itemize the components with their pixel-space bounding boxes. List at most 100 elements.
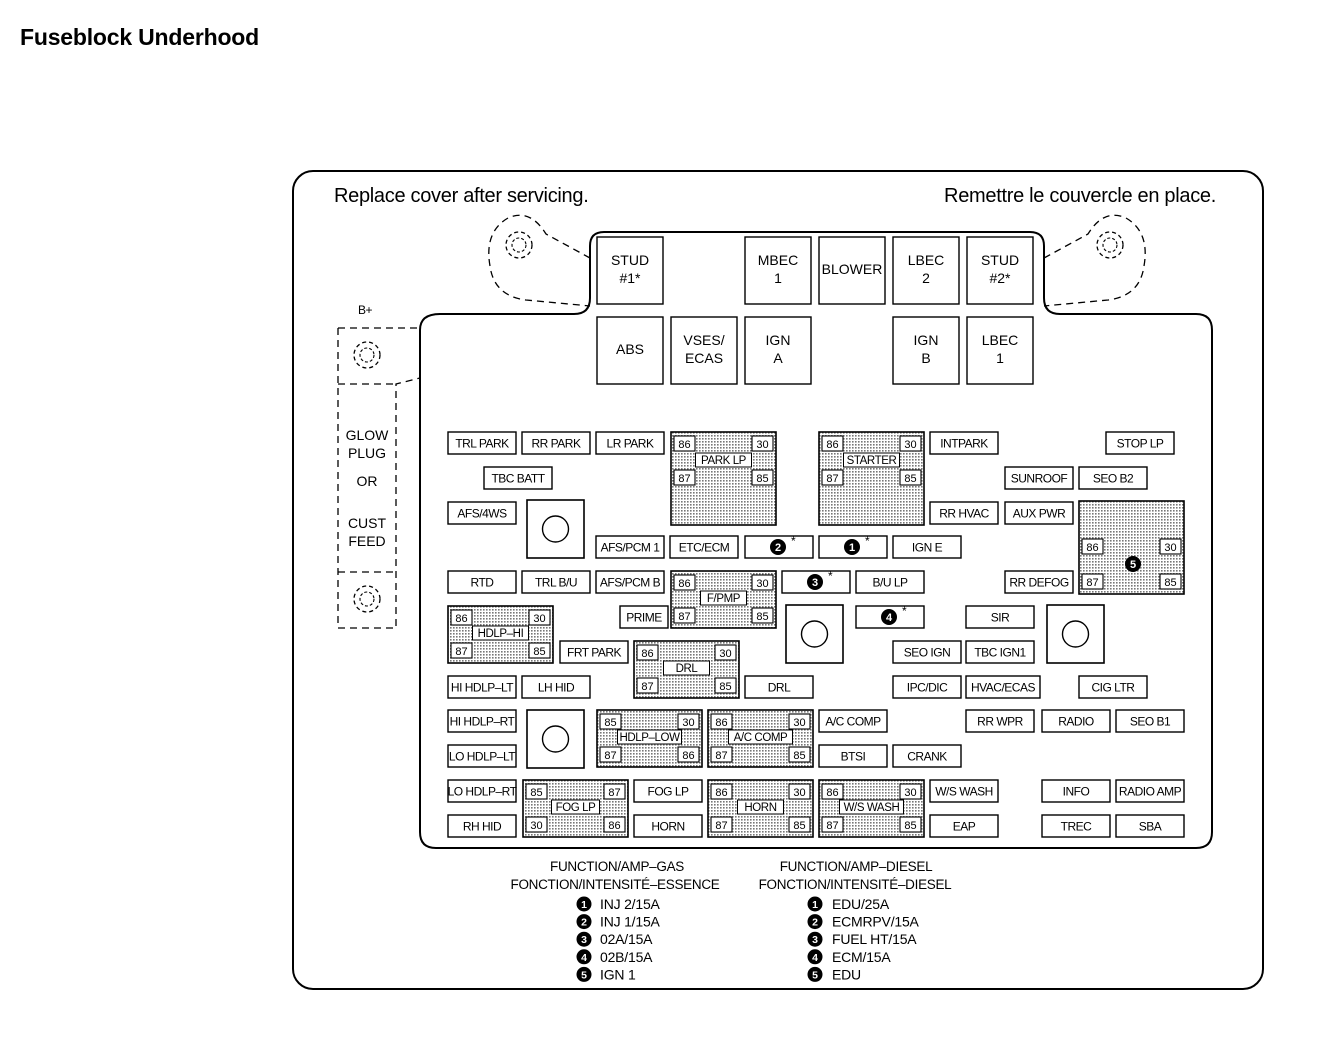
- fuse-hvac-ecas[interactable]: HVAC/ECAS: [965, 675, 1041, 699]
- relay-pin: 86: [682, 750, 694, 762]
- fuse-label: SBA: [1139, 820, 1162, 834]
- relay-pin: 30: [756, 578, 768, 590]
- fuse-lr-park[interactable]: LR PARK: [595, 431, 665, 455]
- option-number-marker: [807, 574, 823, 590]
- fuse-tbc-ign1[interactable]: TBC IGN1: [965, 640, 1035, 664]
- large-fuse-blower[interactable]: BLOWER: [818, 236, 886, 305]
- fuse-radio[interactable]: RADIO: [1041, 709, 1111, 733]
- fuseblock-outline: [419, 231, 1213, 849]
- fuse-cig-ltr[interactable]: CIG LTR: [1078, 675, 1148, 699]
- fuse-lo-hdlp-rt[interactable]: LO HDLP–RT: [447, 779, 518, 803]
- legend-text: ECM/15A: [832, 949, 891, 965]
- fuse-option-3[interactable]: 3*: [781, 569, 851, 594]
- fuse-aux-pwr[interactable]: AUX PWR: [1004, 501, 1074, 525]
- fuse-option-2[interactable]: 2*: [744, 534, 814, 559]
- fuse-rtd[interactable]: RTD: [447, 570, 517, 594]
- fuse-option-1[interactable]: 1*: [818, 534, 888, 559]
- fuse-label: IGN E: [912, 541, 943, 555]
- fuse-seo-b2[interactable]: SEO B2: [1078, 466, 1148, 490]
- fuse-label: HI HDLP–RT: [450, 715, 516, 729]
- fuse-seo-ign[interactable]: SEO IGN: [892, 640, 962, 664]
- fuse-label: RR WPR: [977, 715, 1023, 729]
- fuse-etc-ecm[interactable]: ETC/ECM: [669, 535, 739, 559]
- fuse-label: AFS/4WS: [457, 507, 507, 521]
- large-fuse-stud1[interactable]: STUD#1*: [596, 236, 664, 305]
- fuse-afs-4ws[interactable]: AFS/4WS: [447, 501, 517, 525]
- relay-label: FOG LP: [556, 802, 597, 814]
- fuse-btsi[interactable]: BTSI: [818, 744, 888, 768]
- fuse-lh-hid[interactable]: LH HID: [521, 675, 591, 699]
- fuse-frt-park[interactable]: FRT PARK: [559, 640, 629, 664]
- fuse-fog-lp[interactable]: FOG LP: [633, 779, 703, 803]
- fuse-rh-hid[interactable]: RH HID: [447, 814, 517, 838]
- fuse-a-c-comp[interactable]: A/C COMP: [818, 709, 888, 733]
- fuse-drl[interactable]: DRL: [744, 675, 814, 699]
- fuse-intpark[interactable]: INTPARK: [929, 431, 999, 455]
- fuse-rr-wpr[interactable]: RR WPR: [965, 709, 1035, 733]
- fuse-eap[interactable]: EAP: [929, 814, 999, 838]
- fuse-afs-pcm-1[interactable]: AFS/PCM 1: [595, 535, 665, 559]
- fuse-prime[interactable]: PRIME: [619, 605, 669, 629]
- option-star: *: [791, 534, 796, 548]
- fuse-lo-hdlp-lt[interactable]: LO HDLP–LT: [447, 744, 517, 768]
- fuse-label: RR DEFOG: [1009, 576, 1069, 590]
- legend-number: 1: [581, 899, 587, 911]
- legend-text: 02A/15A: [600, 931, 653, 947]
- fuse-rr-park[interactable]: RR PARK: [521, 431, 591, 455]
- fuse-rr-hvac[interactable]: RR HVAC: [929, 501, 999, 525]
- fuse-sir[interactable]: SIR: [965, 605, 1035, 629]
- fuse-stop-lp[interactable]: STOP LP: [1105, 431, 1175, 455]
- fuse-ipc-dic[interactable]: IPC/DIC: [892, 675, 962, 699]
- large-fuse-vses[interactable]: VSES/ECAS: [670, 316, 738, 385]
- fuse-hi-hdlp-rt[interactable]: HI HDLP–RT: [447, 709, 517, 733]
- large-fuse-stud2[interactable]: STUD#2*: [966, 236, 1034, 305]
- fuse-option-4[interactable]: 4*: [855, 604, 925, 629]
- fuse-rr-defog[interactable]: RR DEFOG: [1004, 570, 1074, 594]
- fuse-trl-park[interactable]: TRL PARK: [447, 431, 517, 455]
- cover-note-fr: Remettre le couvercle en place.: [944, 185, 1216, 207]
- fuse-w-s-wash[interactable]: W/S WASH: [929, 779, 999, 803]
- fuse-afs-pcm-b[interactable]: AFS/PCM B: [595, 570, 665, 594]
- fuse-trl-b-u[interactable]: TRL B/U: [521, 570, 591, 594]
- fuse-radio-amp[interactable]: RADIO AMP: [1115, 779, 1185, 803]
- relay-pin: 87: [715, 750, 727, 762]
- side-label-plug: PLUG: [348, 445, 386, 461]
- fuse-label: DRL: [768, 681, 791, 695]
- large-fuse-label: IGN: [766, 332, 791, 348]
- fuse-trec[interactable]: TREC: [1041, 814, 1111, 838]
- legend-number: 4: [812, 952, 818, 964]
- relay-pin: 87: [608, 787, 620, 799]
- relay-pin: 30: [904, 787, 916, 799]
- relay-pin: 85: [904, 473, 916, 485]
- fuse-horn[interactable]: HORN: [633, 814, 703, 838]
- fuse-ign-e[interactable]: IGN E: [892, 535, 962, 559]
- fuse-label: B/U LP: [872, 576, 908, 590]
- fuse-hi-hdlp-lt[interactable]: HI HDLP–LT: [447, 675, 517, 699]
- large-fuse-abs[interactable]: ABS: [596, 316, 664, 385]
- fuse-seo-b1[interactable]: SEO B1: [1115, 709, 1185, 733]
- relay-pin: 30: [1164, 542, 1176, 554]
- fuse-info[interactable]: INFO: [1041, 779, 1111, 803]
- fuse-sunroof[interactable]: SUNROOF: [1004, 466, 1074, 490]
- fuse-tbc-batt[interactable]: TBC BATT: [483, 466, 553, 490]
- fuse-crank[interactable]: CRANK: [892, 744, 962, 768]
- fuse-b-u-lp[interactable]: B/U LP: [855, 570, 925, 594]
- fuse-sba[interactable]: SBA: [1115, 814, 1185, 838]
